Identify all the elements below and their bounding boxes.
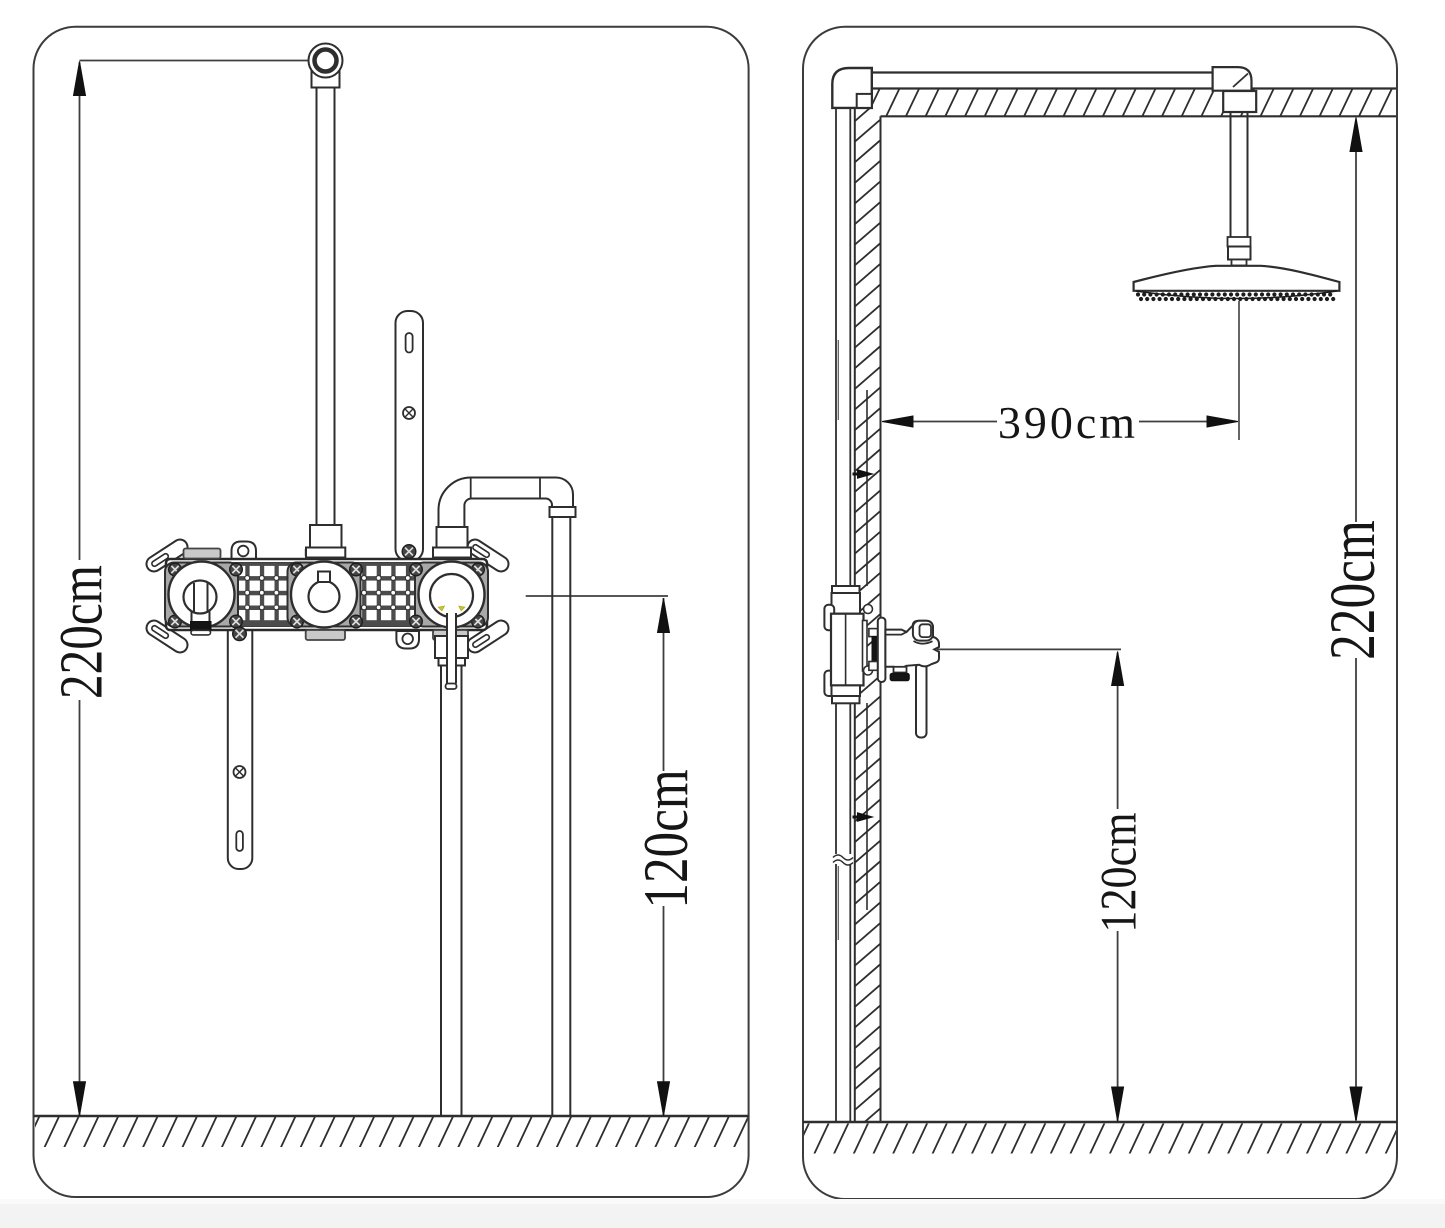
svg-text:120cm: 120cm	[1092, 812, 1147, 932]
svg-text:220cm: 220cm	[48, 565, 116, 699]
svg-text:120cm: 120cm	[629, 769, 701, 908]
svg-text:220cm: 220cm	[1316, 520, 1388, 660]
svg-text:390cm: 390cm	[998, 397, 1138, 448]
